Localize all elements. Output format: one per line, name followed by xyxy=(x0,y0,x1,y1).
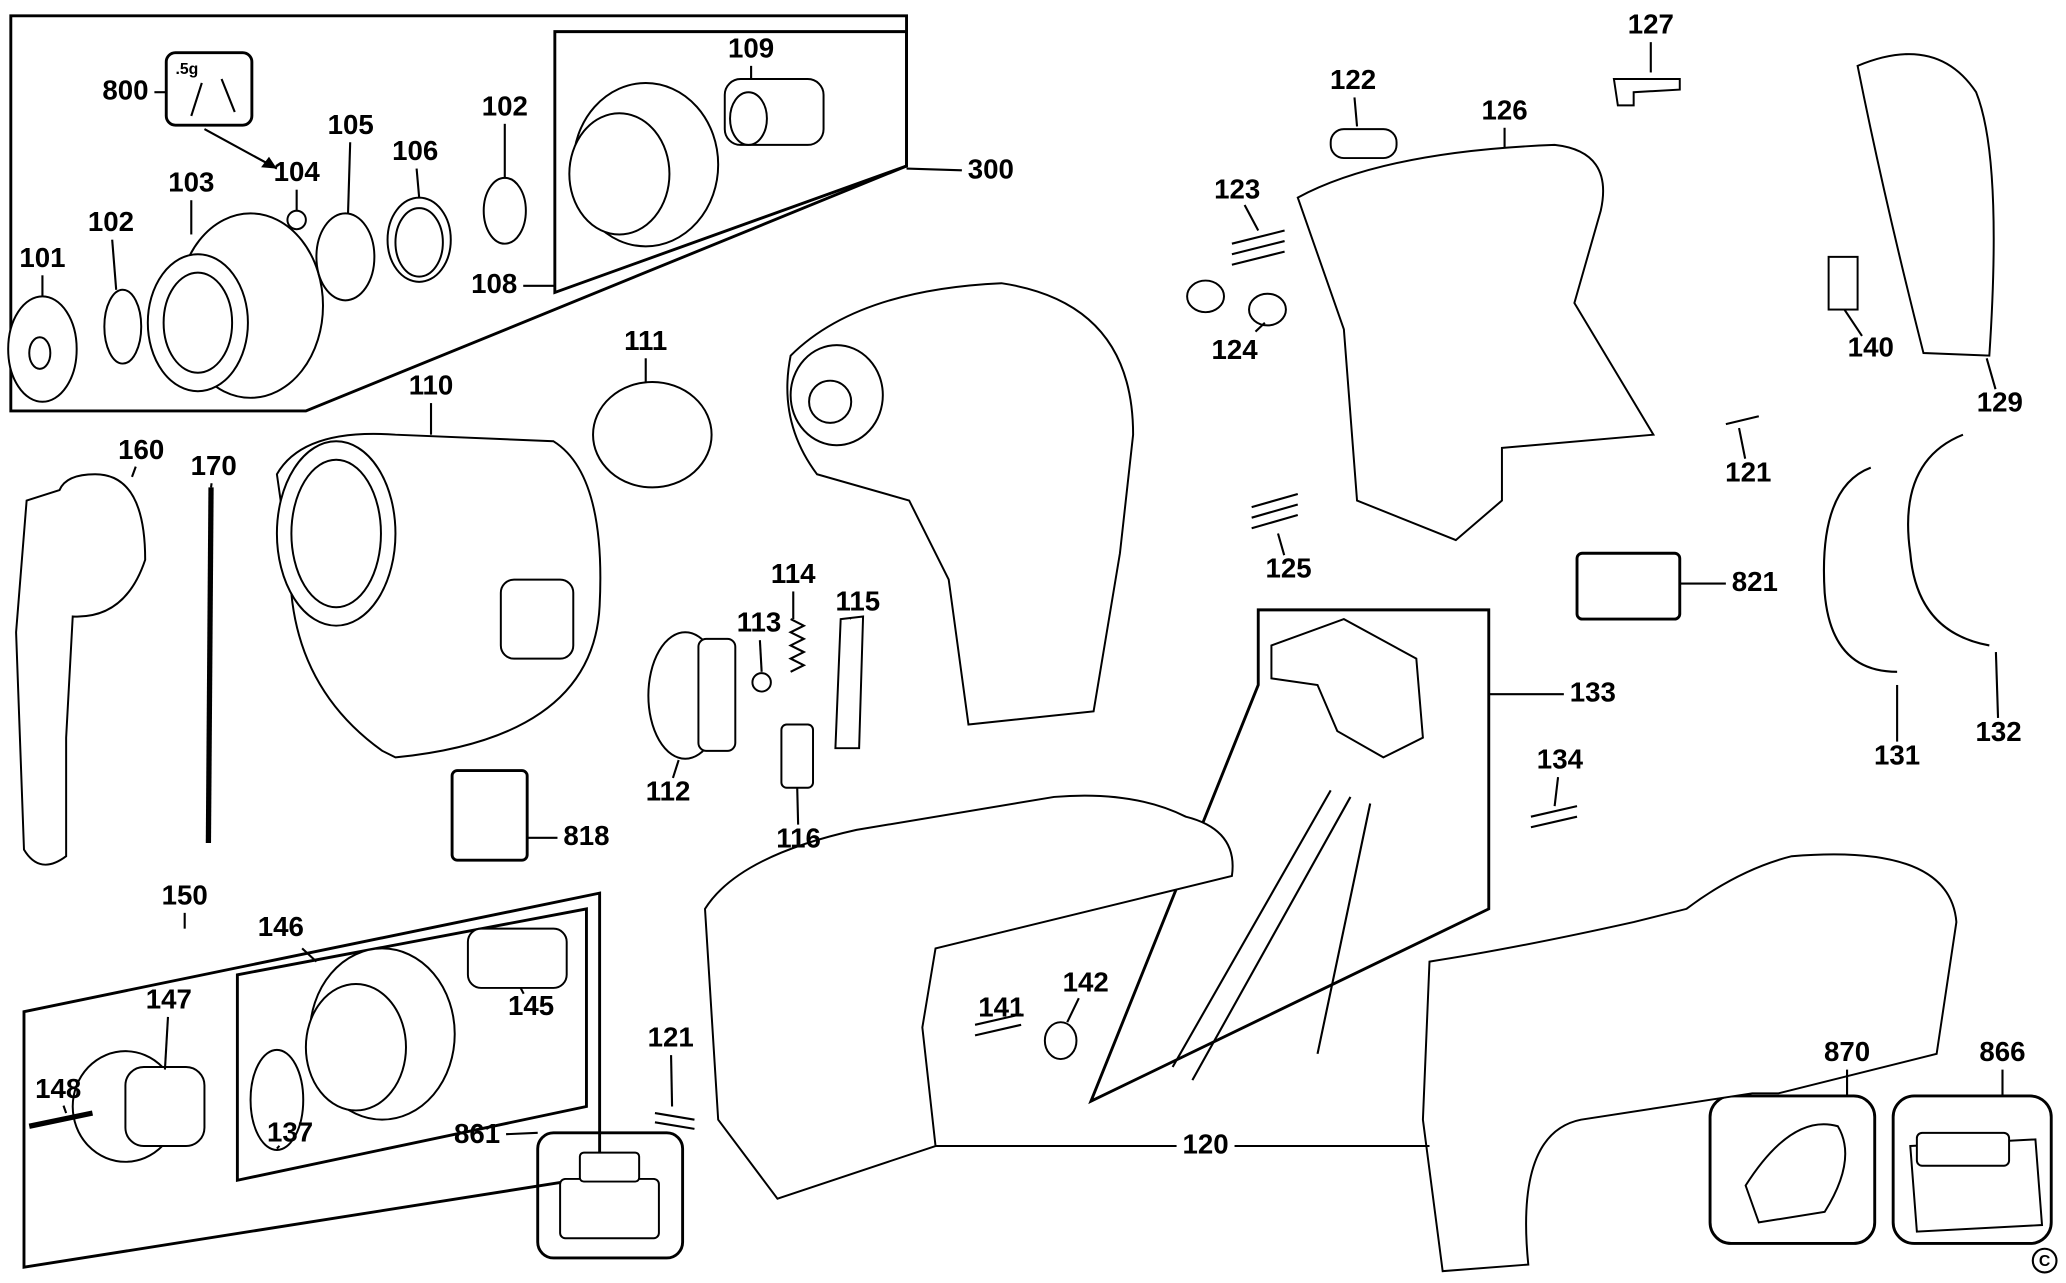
part-label-170: 170 xyxy=(191,450,237,481)
copyright-letter: C xyxy=(2039,1253,2050,1270)
part-label-112: 112 xyxy=(646,775,691,806)
part-label-124: 124 xyxy=(1211,334,1258,365)
part-label-821: 821 xyxy=(1732,566,1778,597)
parts: .5g xyxy=(7,53,2044,1273)
leader-lines xyxy=(41,42,2004,1150)
part-label-300: 300 xyxy=(968,154,1014,185)
leader-line-170 xyxy=(209,483,213,488)
part-label-141: 141 xyxy=(978,991,1024,1022)
leader-line-105 xyxy=(346,142,352,214)
kit-arrow xyxy=(203,128,278,170)
part-label-146: 146 xyxy=(258,911,304,942)
leader-line-300 xyxy=(906,167,962,172)
part-label-137: 137 xyxy=(267,1116,313,1147)
leader-line-106 xyxy=(415,168,421,198)
part-label-866: 866 xyxy=(1979,1036,2025,1067)
part-label-123: 123 xyxy=(1214,173,1260,204)
part-label-102: 102 xyxy=(88,206,134,237)
leader-line-137 xyxy=(276,1145,281,1150)
leader-line-113 xyxy=(758,640,763,672)
leader-line-145 xyxy=(519,987,525,995)
part-label-122: 122 xyxy=(1330,64,1376,95)
part-label-104: 104 xyxy=(274,156,321,187)
chuck-300-box xyxy=(553,30,908,295)
part-label-108: 108 xyxy=(471,268,517,299)
leader-line-146 xyxy=(301,947,318,963)
leader-line-132 xyxy=(1994,652,2000,718)
label-818-box xyxy=(450,769,529,862)
chuck-146-box xyxy=(235,907,588,1183)
switch-133-box xyxy=(1088,608,1491,1105)
leader-line-134 xyxy=(1553,776,1560,807)
leader-line-125 xyxy=(1276,533,1286,556)
charger-870-box xyxy=(1708,1094,1877,1245)
part-label-861: 861 xyxy=(454,1118,500,1149)
part-label-110: 110 xyxy=(409,370,454,401)
part-label-131: 131 xyxy=(1874,740,1920,771)
part-label-101: 101 xyxy=(19,242,65,273)
part-label-103: 103 xyxy=(168,167,214,198)
part-label-132: 132 xyxy=(1975,716,2021,747)
battery-866-box xyxy=(1891,1094,2053,1245)
part-label-140: 140 xyxy=(1848,331,1894,362)
part-label-800: 800 xyxy=(102,75,148,106)
leader-line-116 xyxy=(796,787,800,825)
leader-line-112 xyxy=(671,759,680,779)
part-label-106: 106 xyxy=(392,135,438,166)
leader-line-121 xyxy=(1738,427,1747,459)
part-label-115: 115 xyxy=(835,586,880,617)
leader-line-147 xyxy=(163,1016,170,1070)
leader-line-123 xyxy=(1243,204,1260,232)
part-label-102: 102 xyxy=(482,90,528,121)
leader-line-142 xyxy=(1066,997,1080,1023)
part-label-109: 109 xyxy=(728,32,774,63)
part-label-160: 160 xyxy=(118,434,164,465)
copyright-mark xyxy=(2031,1247,2058,1274)
part-label-121: 121 xyxy=(648,1022,694,1053)
leader-line-121 xyxy=(670,1055,674,1107)
part-label-145: 145 xyxy=(508,990,554,1021)
part-label-147: 147 xyxy=(146,983,192,1014)
leader-line-122 xyxy=(1353,97,1359,127)
kit-800-box xyxy=(164,51,254,127)
leader-line-129 xyxy=(1985,358,1997,390)
part-label-127: 127 xyxy=(1628,9,1674,40)
part-label-121: 121 xyxy=(1725,457,1771,488)
leader-line-140 xyxy=(1843,308,1863,337)
part-label-150: 150 xyxy=(162,879,208,910)
part-label-113: 113 xyxy=(737,607,782,638)
leader-line-102 xyxy=(111,239,118,290)
leader-line-160 xyxy=(131,466,137,478)
part-label-134: 134 xyxy=(1537,744,1584,775)
part-label-111: 111 xyxy=(624,325,667,356)
part-label-142: 142 xyxy=(1063,966,1109,997)
part-label-116: 116 xyxy=(776,823,821,854)
part-label-870: 870 xyxy=(1824,1036,1870,1067)
leader-line-861 xyxy=(506,1131,538,1136)
part-label-148: 148 xyxy=(35,1073,81,1104)
kit-note: .5g xyxy=(175,61,198,78)
part-label-125: 125 xyxy=(1265,553,1311,584)
leader-line-148 xyxy=(62,1105,68,1114)
part-label-114: 114 xyxy=(771,558,816,589)
part-label-105: 105 xyxy=(328,109,374,140)
part-label-120: 120 xyxy=(1182,1128,1228,1159)
part-label-133: 133 xyxy=(1570,677,1616,708)
label-821-box xyxy=(1575,551,1682,621)
leader-line-115 xyxy=(848,616,852,620)
case-861-box xyxy=(536,1131,685,1260)
leader-line-124 xyxy=(1254,321,1266,333)
part-label-129: 129 xyxy=(1977,387,2023,418)
part-label-818: 818 xyxy=(563,820,609,851)
part-label-126: 126 xyxy=(1481,94,1527,125)
